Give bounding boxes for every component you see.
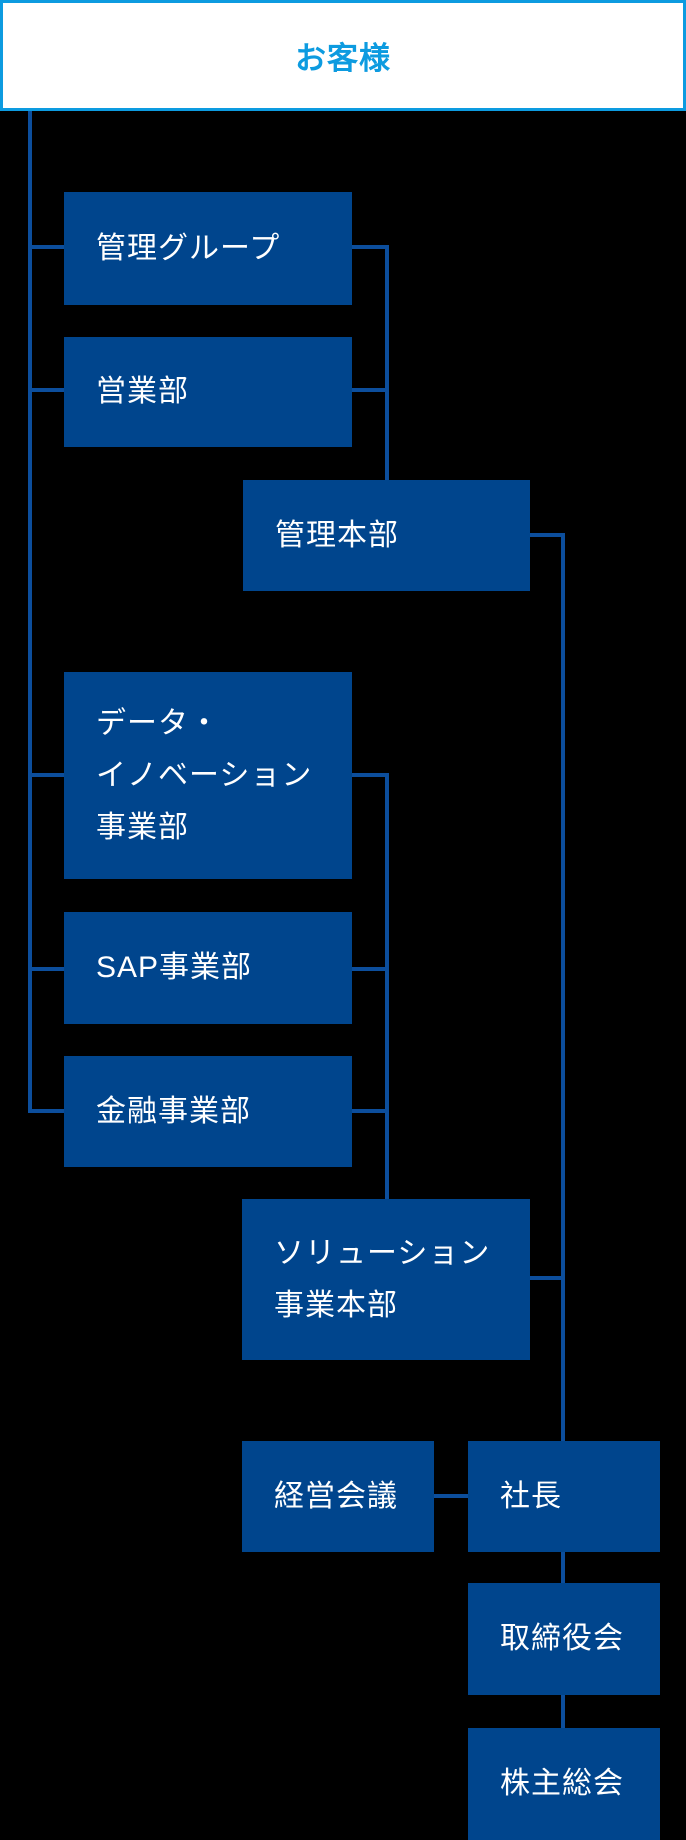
node-data-innovation-dept-label: データ・ イノベーション 事業部 — [96, 706, 313, 844]
line-trunk-solution-hq — [385, 773, 389, 1199]
line-stub-finance-right — [352, 1109, 385, 1113]
customer-label: お客様 — [295, 41, 391, 76]
line-stub-finance-left — [32, 1109, 64, 1113]
line-stub-management-group-right — [351, 245, 385, 249]
line-president-board — [561, 1552, 565, 1583]
line-meeting-president — [434, 1494, 468, 1498]
node-management-hq: 管理本部 — [243, 480, 530, 591]
node-sap-dept-label: SAP事業部 — [96, 951, 253, 984]
line-board-shareholders — [561, 1695, 565, 1728]
line-stub-sap-left — [32, 967, 64, 971]
line-stub-management-hq-right — [530, 533, 561, 537]
line-stub-data-innovation-right — [352, 773, 385, 777]
line-customer-trunk — [28, 111, 32, 1113]
line-stub-solution-hq-right — [530, 1276, 561, 1280]
line-trunk-president — [561, 533, 565, 1441]
node-president-label: 社長 — [500, 1479, 562, 1513]
customer-box: お客様 — [0, 0, 686, 111]
node-management-meeting-label: 経営会議 — [274, 1479, 398, 1513]
node-board-of-directors-label: 取締役会 — [500, 1622, 624, 1655]
node-management-group-label: 管理グループ — [96, 231, 281, 265]
node-management-hq-label: 管理本部 — [275, 518, 399, 552]
node-sales-dept-label: 営業部 — [96, 375, 189, 408]
line-stub-data-innovation-left — [32, 773, 64, 777]
node-data-innovation-dept: データ・ イノベーション 事業部 — [64, 672, 352, 879]
node-shareholders-meeting: 株主総会 — [468, 1728, 660, 1840]
node-board-of-directors: 取締役会 — [468, 1583, 660, 1695]
node-president: 社長 — [468, 1441, 660, 1552]
node-finance-dept-label: 金融事業部 — [96, 1094, 251, 1128]
node-management-meeting: 経営会議 — [242, 1441, 434, 1552]
node-finance-dept: 金融事業部 — [64, 1056, 352, 1167]
line-trunk-management-hq — [385, 245, 389, 480]
line-stub-management-group-left — [32, 245, 64, 249]
node-solution-hq-label: ソリューション 事業本部 — [274, 1236, 491, 1322]
node-sap-dept: SAP事業部 — [64, 912, 352, 1024]
line-stub-sales-right — [351, 388, 385, 392]
node-sales-dept: 営業部 — [64, 337, 352, 447]
node-management-group: 管理グループ — [64, 192, 352, 305]
line-stub-sap-right — [352, 967, 385, 971]
node-solution-hq: ソリューション 事業本部 — [242, 1199, 530, 1360]
node-shareholders-meeting-label: 株主総会 — [500, 1767, 624, 1800]
line-stub-sales-left — [32, 388, 64, 392]
